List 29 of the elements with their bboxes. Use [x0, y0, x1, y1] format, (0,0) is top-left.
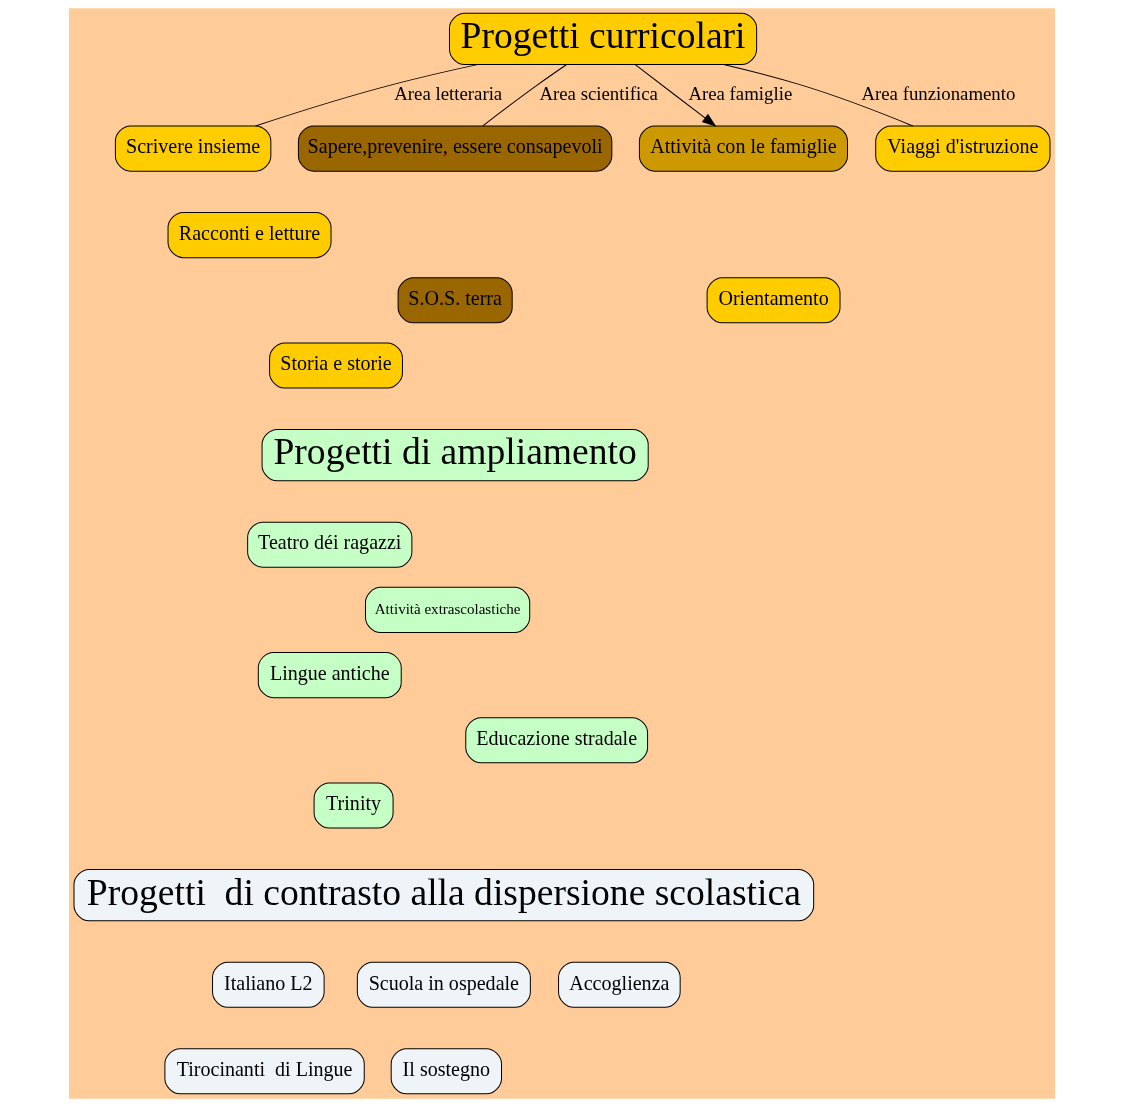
node-box: Sapere,prevenire, essere consapevoli	[297, 125, 613, 172]
edge-label: Area scientifica	[539, 82, 658, 104]
node-box: Progetti di ampliamento	[261, 428, 649, 482]
node-box: Progetti curricolari	[449, 12, 758, 66]
connector	[482, 64, 567, 127]
node-box: Scuola in ospedale	[356, 961, 531, 1008]
node-box: Orientamento	[706, 277, 841, 324]
node-box: Attività extrascolastiche	[365, 586, 531, 633]
arrow	[634, 64, 716, 127]
node-box: Attività con le famiglie	[638, 125, 848, 172]
node-box: Teatro déi ragazzi	[247, 521, 413, 568]
node-box: S.O.S. terra	[397, 277, 513, 324]
node-box: Progetti di contrasto alla dispersione scolastica	[73, 868, 815, 922]
node-box: Racconti e letture	[167, 212, 332, 259]
node-box: Storia e storie	[269, 342, 403, 389]
connector	[724, 64, 914, 127]
connector	[255, 64, 478, 127]
edge-label: Area funzionamento	[861, 82, 1016, 104]
edge-label: Area famiglie	[688, 82, 793, 104]
node-box: Lingue antiche	[257, 652, 402, 699]
node-box: Accoglienza	[558, 961, 681, 1008]
node-box: Viaggi d'istruzione	[875, 125, 1051, 172]
node-box: Scrivere insieme	[114, 125, 272, 172]
edge-label: Area letteraria	[394, 82, 503, 104]
node-box: Tirocinanti di Lingue	[164, 1048, 365, 1095]
node-box: Italiano L2	[212, 961, 325, 1008]
node-box: Educazione stradale	[465, 717, 649, 764]
node-box: Trinity	[313, 782, 394, 829]
node-box: Il sostegno	[390, 1048, 502, 1095]
